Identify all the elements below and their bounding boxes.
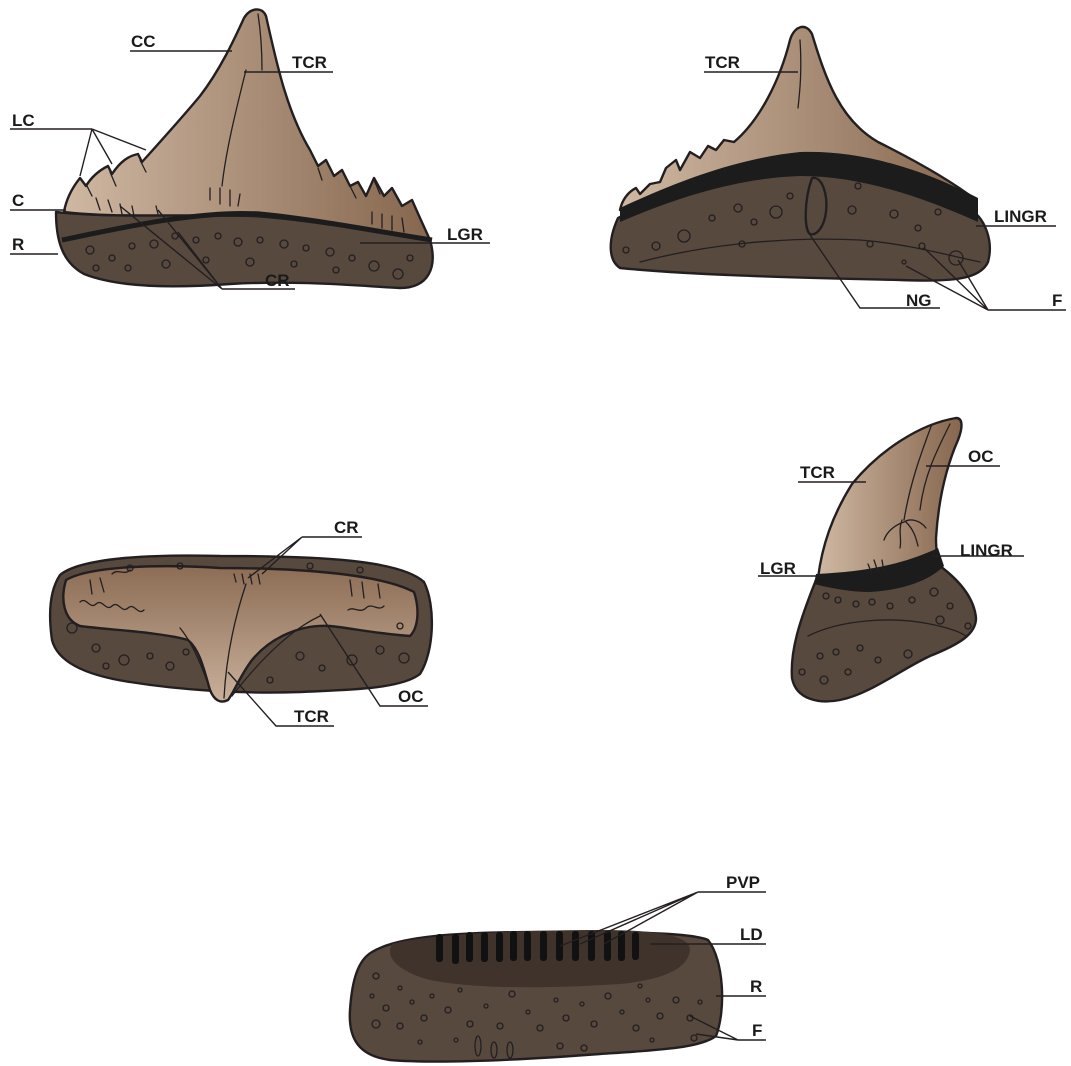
label-tcr: TCR [292,53,327,72]
lingual-depression [390,930,690,987]
label-lgr: LGR [447,225,483,244]
label-f: F [1052,291,1062,310]
label-lgr: LGR [760,559,796,578]
label-cr: CR [265,271,290,290]
labial-view: CC TCR LC C R LGR CR [10,9,490,290]
label-r: R [12,235,24,254]
lateral-view: TCR OC LINGR LGR [758,418,1024,701]
nutrient-groove [806,178,827,234]
label-oc: OC [968,447,994,466]
basal-view: PVP LD R F [350,873,766,1062]
label-cr: CR [334,518,359,537]
label-f: F [752,1021,762,1040]
label-tcr: TCR [705,53,740,72]
label-lc: LC [12,111,35,130]
label-r: R [750,977,762,996]
label-lingr: LINGR [994,207,1047,226]
label-tcr: TCR [800,463,835,482]
label-lingr: LINGR [960,541,1013,560]
label-cc: CC [131,32,156,51]
label-ld: LD [740,925,763,944]
lingual-view: TCR LINGR NG F [611,27,1066,310]
occlusal-view: CR OC TCR [50,518,432,726]
label-pvp: PVP [726,873,760,892]
label-ng: NG [906,291,932,310]
label-c: C [12,191,24,210]
crown [64,9,430,240]
label-tcr: TCR [294,707,329,726]
label-oc: OC [398,687,424,706]
